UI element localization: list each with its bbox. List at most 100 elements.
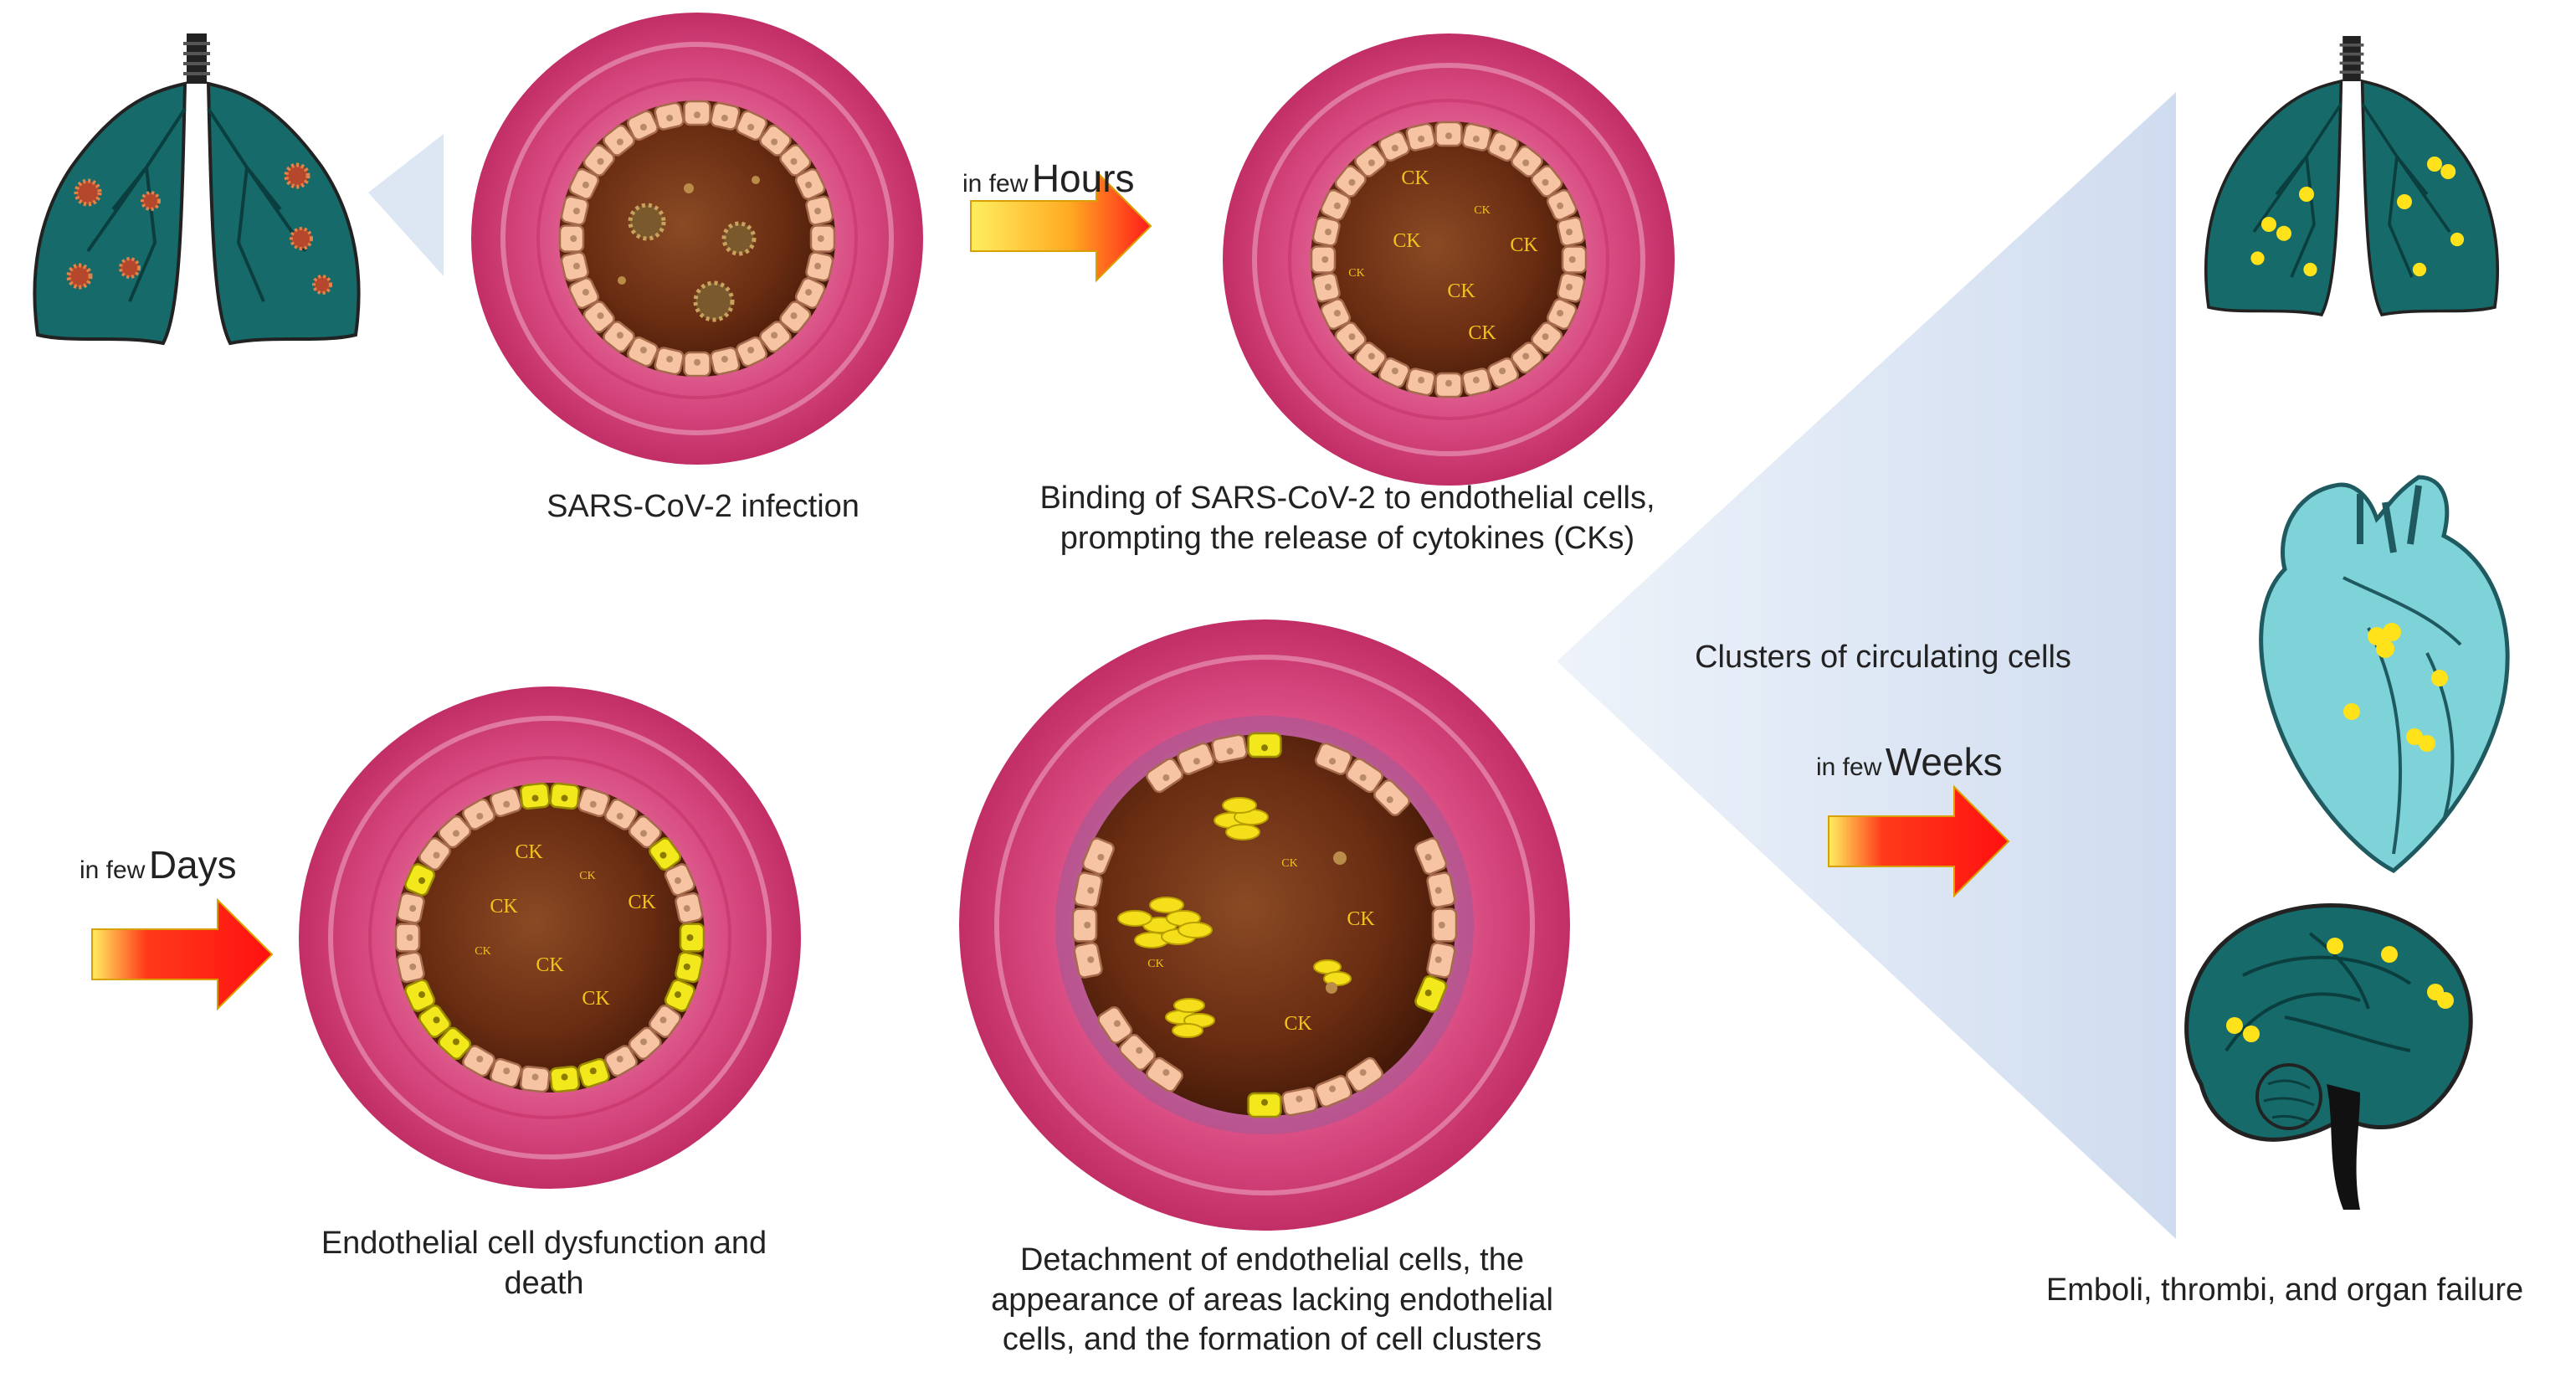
cell-cluster — [1165, 998, 1215, 1038]
virus-icon — [141, 191, 161, 211]
cell-nucleus — [805, 181, 813, 188]
time-label-days: in few Days — [80, 841, 314, 890]
caption-detachment-line2: appearance of areas lacking endothelial — [991, 1282, 1553, 1318]
time-label-hours: in few Hours — [962, 155, 1197, 203]
cytokine-label: CK — [1510, 234, 1538, 256]
cytokine-label: CK — [582, 988, 610, 1010]
cell-nucleus — [1566, 229, 1573, 236]
brain-icon — [2184, 903, 2473, 1210]
cell-nucleus — [616, 332, 623, 339]
virus-icon — [74, 178, 102, 207]
gradient-arrow-icon — [1828, 784, 2010, 898]
gradient-arrow-icon — [970, 169, 1152, 283]
time-unit: Weeks — [1885, 740, 2003, 784]
cytokine-label: CK — [1348, 267, 1364, 280]
cell-nucleus — [747, 123, 755, 131]
cell-nucleus — [418, 876, 426, 884]
cell-nucleus — [1391, 144, 1398, 152]
time-unit: Hours — [1031, 157, 1135, 200]
cell-nucleus — [616, 1056, 623, 1063]
cell-nucleus — [814, 208, 822, 215]
cell-nucleus — [418, 991, 426, 999]
cell-nucleus — [640, 1038, 648, 1046]
cell-nucleus — [1386, 796, 1393, 804]
cell-nucleus — [1424, 853, 1432, 861]
virus-icon — [66, 263, 93, 290]
cell-nucleus — [1296, 1095, 1303, 1103]
cell-nucleus — [674, 876, 681, 884]
time-unit: Days — [148, 843, 237, 887]
cell-nucleus — [686, 934, 694, 941]
cell-nucleus — [1359, 774, 1367, 781]
cell-nucleus — [1557, 310, 1564, 317]
cytokine-label: CK — [490, 896, 518, 918]
cell-nucleus — [1418, 377, 1425, 384]
caption-binding-line2: prompting the release of cytokines (CKs) — [1060, 520, 1635, 556]
cell-nucleus — [683, 963, 690, 970]
cell-nucleus — [433, 1016, 440, 1024]
cell-nucleus — [640, 830, 648, 837]
cell-nucleus — [1359, 1069, 1367, 1077]
cell-nucleus — [639, 123, 647, 131]
lungs-icon — [2204, 34, 2500, 316]
heart-icon — [2259, 475, 2510, 873]
cell-nucleus — [771, 332, 778, 339]
cell-nucleus — [1324, 283, 1332, 290]
cell-nucleus — [1162, 1069, 1170, 1077]
cell-nucleus — [1321, 256, 1329, 263]
cell-nucleus — [572, 208, 580, 215]
cell-nucleus — [790, 312, 798, 320]
cell-nucleus — [561, 794, 568, 802]
cytokine-label: CK — [1447, 280, 1475, 302]
cell-nucleus — [452, 830, 459, 837]
cell-nucleus — [1499, 368, 1506, 375]
cell-nucleus — [1445, 132, 1452, 140]
outcome-label: Emboli, thrombi, and organ failure — [2045, 1272, 2524, 1308]
cell-nucleus — [1162, 774, 1170, 781]
cell-nucleus — [1261, 744, 1268, 752]
cell-nucleus — [406, 934, 413, 941]
virus-icon — [721, 221, 757, 256]
cell-nucleus — [1329, 1085, 1337, 1092]
cell-nucleus — [561, 1073, 568, 1081]
cell-nucleus — [1522, 352, 1530, 360]
caption-dysfunction: Endothelial cell dysfunction and death — [276, 1224, 812, 1303]
cell-nucleus — [1434, 956, 1442, 964]
cytokine-label: CK — [536, 954, 564, 976]
cell-nucleus — [639, 347, 647, 354]
cell-nucleus — [1438, 922, 1445, 928]
cell-cluster — [1313, 959, 1352, 986]
cell-nucleus — [531, 1073, 539, 1081]
cell-nucleus — [1472, 377, 1480, 384]
caption-detachment-line3: cells, and the formation of cell cluster… — [1002, 1322, 1542, 1357]
cell-nucleus — [1434, 887, 1442, 894]
cell-nucleus — [1542, 178, 1549, 186]
cell-nucleus — [570, 235, 577, 242]
cytokine-label: CK — [1347, 908, 1375, 930]
virus-icon — [290, 227, 313, 250]
cell-nucleus — [616, 138, 623, 146]
cell-nucleus — [1472, 135, 1480, 142]
time-label-weeks: in few Weeks — [1816, 738, 2084, 787]
virus-icon — [312, 275, 332, 295]
cytokine-label: CK — [1281, 857, 1297, 870]
caption-binding-line1: Binding of SARS-CoV-2 to endothelial cel… — [1039, 481, 1655, 516]
cell-nucleus — [1324, 229, 1332, 236]
time-prefix: in few — [80, 856, 146, 884]
gradient-arrow-icon — [91, 897, 274, 1011]
cell-nucleus — [674, 991, 681, 999]
cell-nucleus — [1542, 333, 1549, 341]
cell-nucleus — [1566, 283, 1573, 290]
cell-nucleus — [1333, 310, 1341, 317]
cell-nucleus — [1557, 202, 1564, 209]
cell-nucleus — [452, 1038, 459, 1046]
cell-nucleus — [721, 356, 728, 363]
cell-nucleus — [1226, 748, 1234, 755]
cytokine-label: CK — [1147, 958, 1163, 970]
cytokine-label: CK — [515, 841, 543, 863]
